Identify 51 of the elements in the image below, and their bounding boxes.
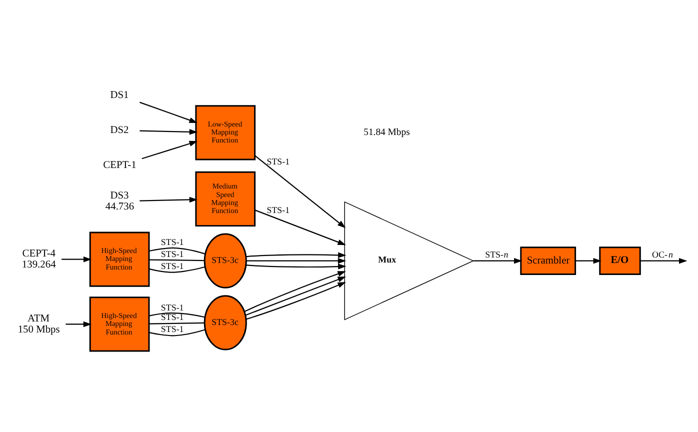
connector xyxy=(149,328,206,336)
node-box: E/O xyxy=(599,246,641,274)
arrow xyxy=(140,196,198,202)
connector xyxy=(149,322,205,324)
arrow xyxy=(142,140,198,159)
arrow xyxy=(575,257,602,264)
edge-label: STS-1 xyxy=(266,156,290,166)
node-ellipse: STS-3c xyxy=(204,232,247,288)
arrow xyxy=(640,257,688,264)
edge-label: STS-1 xyxy=(160,324,184,334)
edge-label: STS-1 xyxy=(160,312,184,322)
arrow xyxy=(244,270,346,312)
arrow xyxy=(140,128,198,134)
edge-label: STS-1 xyxy=(266,204,290,214)
edge-label: STS-1 xyxy=(160,302,184,312)
connector xyxy=(149,266,206,272)
arrow xyxy=(246,263,346,269)
node-box: Medium Speed Mapping Function xyxy=(195,170,256,226)
node-text: DS3 xyxy=(110,190,129,201)
node-text: CEPT-4 xyxy=(22,248,56,260)
arrow xyxy=(473,257,522,264)
arrow xyxy=(66,320,92,327)
node-ellipse: STS-3c xyxy=(204,294,247,350)
arrow xyxy=(246,257,346,264)
arrow xyxy=(254,154,346,228)
arrow xyxy=(246,281,346,320)
node-label: 139.264 xyxy=(22,259,56,270)
node-box: Scrambler xyxy=(520,246,576,274)
arrow xyxy=(62,256,92,262)
node-text: CEPT-1 xyxy=(103,160,136,171)
connector xyxy=(149,312,206,318)
arrow xyxy=(245,276,346,316)
arrow xyxy=(254,209,346,245)
node-box: Low-Speed Mapping Function xyxy=(195,104,256,160)
edge-label: STS-1 xyxy=(160,248,184,258)
node-text: DS1 xyxy=(110,90,129,101)
connector xyxy=(149,246,206,254)
node-label: 44.736 xyxy=(105,201,134,212)
node-box: High-Speed Mapping Function xyxy=(89,296,150,352)
node-box: High-Speed Mapping Function xyxy=(89,231,150,286)
edge-label: OC-n xyxy=(652,249,673,260)
edge-label: STS-1 xyxy=(160,236,184,246)
edge-label: STS-1 xyxy=(160,260,184,270)
node-label: 150 Mbps xyxy=(18,324,60,336)
node-text: ATM xyxy=(28,312,50,324)
arrow xyxy=(246,252,346,258)
arrow xyxy=(140,101,198,122)
edge-label: STS-n xyxy=(485,249,508,260)
node-text: DS2 xyxy=(110,124,129,136)
label: 51.84 Mbps xyxy=(364,126,410,138)
connector xyxy=(149,258,205,261)
